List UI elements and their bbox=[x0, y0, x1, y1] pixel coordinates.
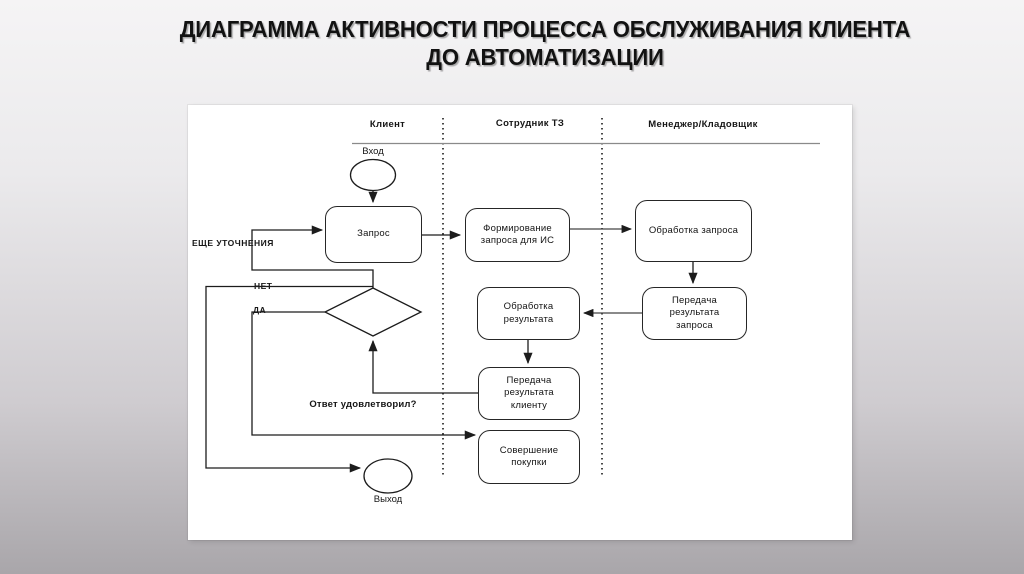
end-node bbox=[363, 458, 413, 494]
end-node-label: Выход bbox=[373, 494, 403, 505]
decision-question-label: Ответ удовлетворил? bbox=[309, 399, 417, 410]
node-form-request-for-is: Формирование запроса для ИС bbox=[465, 208, 570, 262]
start-node-label: Вход bbox=[362, 146, 384, 157]
decision-diamond bbox=[323, 287, 423, 337]
edge-no-to-exit bbox=[205, 285, 373, 473]
node-transfer-result-to-client: Передача результата клиенту bbox=[478, 367, 580, 420]
edge-label-no: НЕТ bbox=[254, 281, 273, 291]
edge-label-yes: ДА bbox=[253, 305, 267, 315]
node-process-request: Обработка запроса bbox=[635, 200, 752, 262]
slide-title: ДИАГРАММА АКТИВНОСТИ ПРОЦЕССА ОБСЛУЖИВАН… bbox=[179, 16, 911, 70]
edge-transfer-client-to-decision bbox=[368, 339, 478, 394]
node-transfer-request-result: Передача результата запроса bbox=[642, 287, 747, 340]
start-node bbox=[349, 158, 397, 192]
edge-yes-to-purchase bbox=[251, 311, 477, 440]
lane-header-manager: Менеджер/Кладовщик bbox=[648, 119, 758, 130]
node-make-purchase: Совершение покупки bbox=[478, 430, 580, 484]
node-request: Запрос bbox=[325, 206, 422, 263]
lane-header-employee: Сотрудник ТЗ bbox=[495, 118, 565, 129]
node-process-result: Обработка результата bbox=[477, 287, 580, 340]
activity-diagram-panel: Клиент Сотрудник ТЗ Менеджер/Кладовщик В… bbox=[188, 105, 852, 540]
lane-header-client: Клиент bbox=[369, 119, 406, 130]
edge-label-more-clarifications: ЕЩЕ УТОЧНЕНИЯ bbox=[192, 238, 274, 248]
